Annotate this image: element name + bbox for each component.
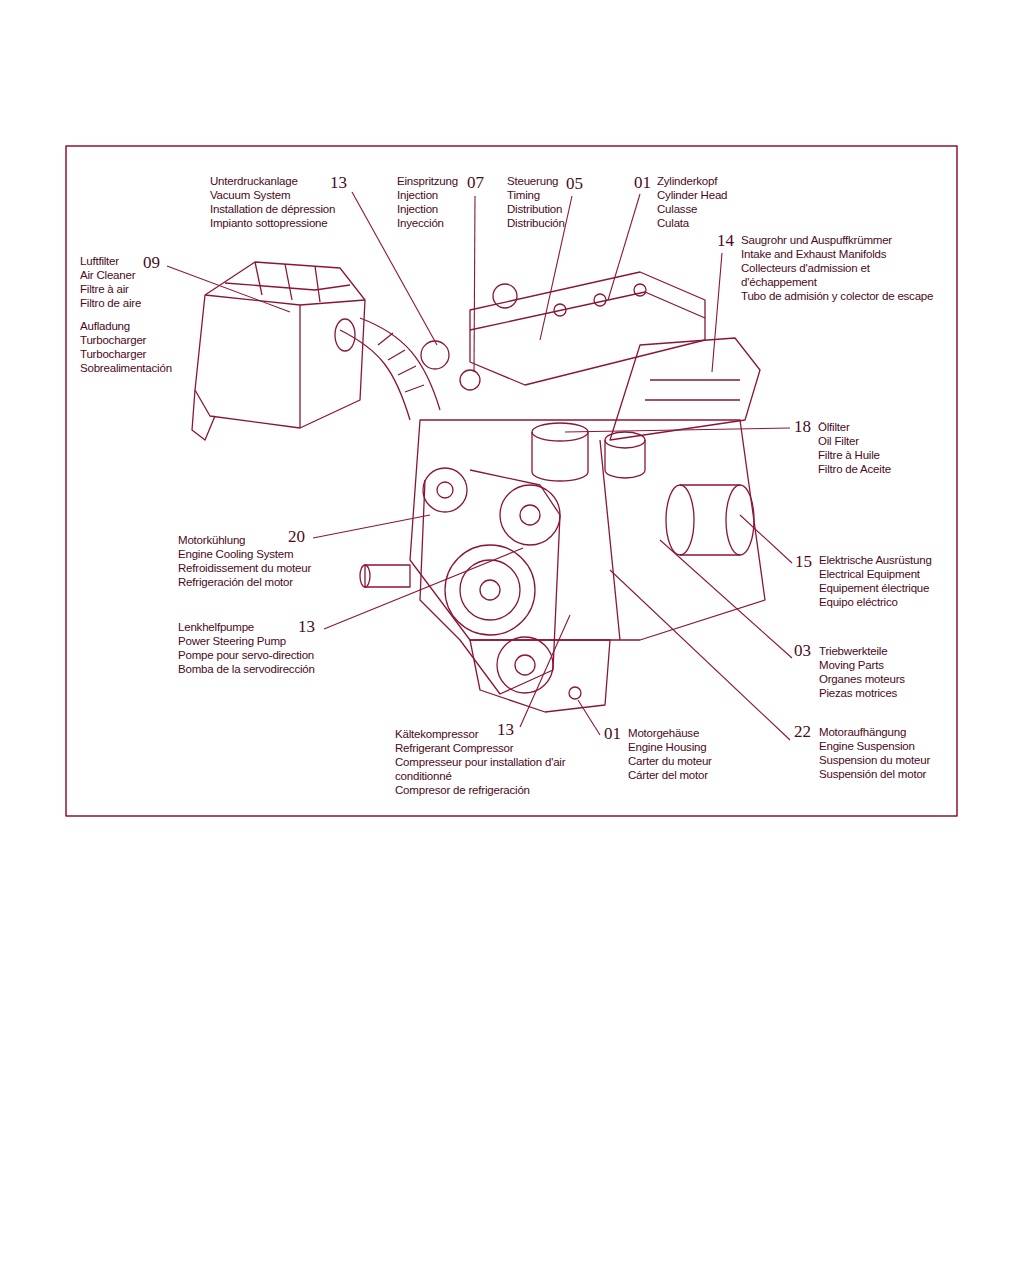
- part-label: d'échappement: [741, 275, 817, 289]
- part-label: Engine Cooling System: [178, 547, 293, 561]
- part-label: Piezas motrices: [819, 686, 897, 700]
- callout-number: 05: [566, 175, 583, 193]
- part-label: Timing: [507, 188, 540, 202]
- part-label: Triebwerkteile: [819, 644, 887, 658]
- part-label: Luftfilter: [80, 254, 119, 268]
- starter: [666, 485, 754, 555]
- callout-number: 03: [794, 642, 811, 660]
- part-label: Equipement électrique: [819, 581, 929, 595]
- part-label: Distribution: [507, 202, 562, 216]
- part-label: Filtre à Huile: [818, 448, 880, 462]
- part-label: Moving Parts: [819, 658, 884, 672]
- callout-number: 09: [143, 254, 160, 272]
- callout-number: 14: [717, 232, 734, 250]
- part-label: Motoraufhängung: [819, 725, 906, 739]
- part-label: Suspension du moteur: [819, 753, 930, 767]
- part-label: Turbocharger: [80, 333, 146, 347]
- part-label: Filtro de Aceite: [818, 462, 891, 476]
- part-label: Cylinder Head: [657, 188, 727, 202]
- oil-pan: [470, 640, 610, 712]
- part-label: Refrigerant Compressor: [395, 741, 513, 755]
- part-label: Air Cleaner: [80, 268, 135, 282]
- part-label: Motorgehäuse: [628, 726, 699, 740]
- callout-number: 01: [634, 174, 651, 192]
- part-label: Sobrealimentación: [80, 361, 172, 375]
- intake-hose: [335, 318, 440, 420]
- part-label: Motorkühlung: [178, 533, 245, 547]
- part-label: Einspritzung: [397, 174, 458, 188]
- cylinder-head: [421, 272, 705, 390]
- callout-number: 15: [795, 553, 812, 571]
- part-label: conditionné: [395, 769, 452, 783]
- callout-number: 20: [288, 528, 305, 546]
- engine-block: [410, 420, 765, 640]
- part-label: Injection: [397, 188, 438, 202]
- part-label: Filtro de aire: [80, 296, 141, 310]
- part-label: Cárter del motor: [628, 768, 708, 782]
- part-label: Filtre à air: [80, 282, 129, 296]
- part-label: Electrical Equipment: [819, 567, 920, 581]
- part-label: Refrigeración del motor: [178, 575, 293, 589]
- air-cleaner: [192, 262, 365, 440]
- part-label: Ölfilter: [818, 420, 850, 434]
- part-label: Organes moteurs: [819, 672, 905, 686]
- callout-number: 13: [330, 174, 347, 192]
- leader-lines: [167, 192, 792, 740]
- part-label: Carter du moteur: [628, 754, 712, 768]
- part-label: Distribución: [507, 216, 565, 230]
- part-label: Culasse: [657, 202, 697, 216]
- part-label: Refroidissement du moteur: [178, 561, 311, 575]
- part-label: Pompe pour servo-direction: [178, 648, 314, 662]
- part-label: Compresseur pour installation d'air: [395, 755, 565, 769]
- callout-number: 18: [794, 418, 811, 436]
- part-label: Impianto sottopressione: [210, 216, 328, 230]
- callout-number: 13: [497, 721, 514, 739]
- part-label: Equipo eléctrico: [819, 595, 898, 609]
- callout-number: 01: [604, 725, 621, 743]
- callout-number: 13: [298, 618, 315, 636]
- manifold: [610, 338, 760, 440]
- part-label: Elektrische Ausrüstung: [819, 553, 932, 567]
- part-label: Steuerung: [507, 174, 558, 188]
- part-label: Saugrohr und Auspuffkrümmer: [741, 233, 892, 247]
- part-label: Installation de dépression: [210, 202, 335, 216]
- part-label: Bomba de la servodirección: [178, 662, 315, 676]
- part-label: Collecteurs d'admission et: [741, 261, 870, 275]
- frame: [66, 146, 957, 816]
- part-label: Engine Housing: [628, 740, 706, 754]
- part-label: Oil Filter: [818, 434, 859, 448]
- part-label: Injection: [397, 202, 438, 216]
- part-label: Unterdruckanlage: [210, 174, 298, 188]
- part-label: Tubo de admisión y colector de escape: [741, 289, 933, 303]
- part-label: Inyección: [397, 216, 444, 230]
- part-label: Kältekompressor: [395, 727, 478, 741]
- callout-number: 22: [794, 723, 811, 741]
- part-label: Engine Suspension: [819, 739, 915, 753]
- coolant-pipe: [360, 565, 410, 587]
- part-label: Turbocharger: [80, 347, 146, 361]
- part-label: Zylinderkopf: [657, 174, 717, 188]
- part-label: Lenkhelfpumpe: [178, 620, 254, 634]
- part-label: Compresor de refrigeración: [395, 783, 530, 797]
- callout-number: 07: [467, 174, 484, 192]
- part-label: Culata: [657, 216, 689, 230]
- part-label: Power Steering Pump: [178, 634, 286, 648]
- part-label: Intake and Exhaust Manifolds: [741, 247, 886, 261]
- part-label: Vacuum System: [210, 188, 290, 202]
- part-label: Suspensión del motor: [819, 767, 926, 781]
- part-label: Aufladung: [80, 319, 130, 333]
